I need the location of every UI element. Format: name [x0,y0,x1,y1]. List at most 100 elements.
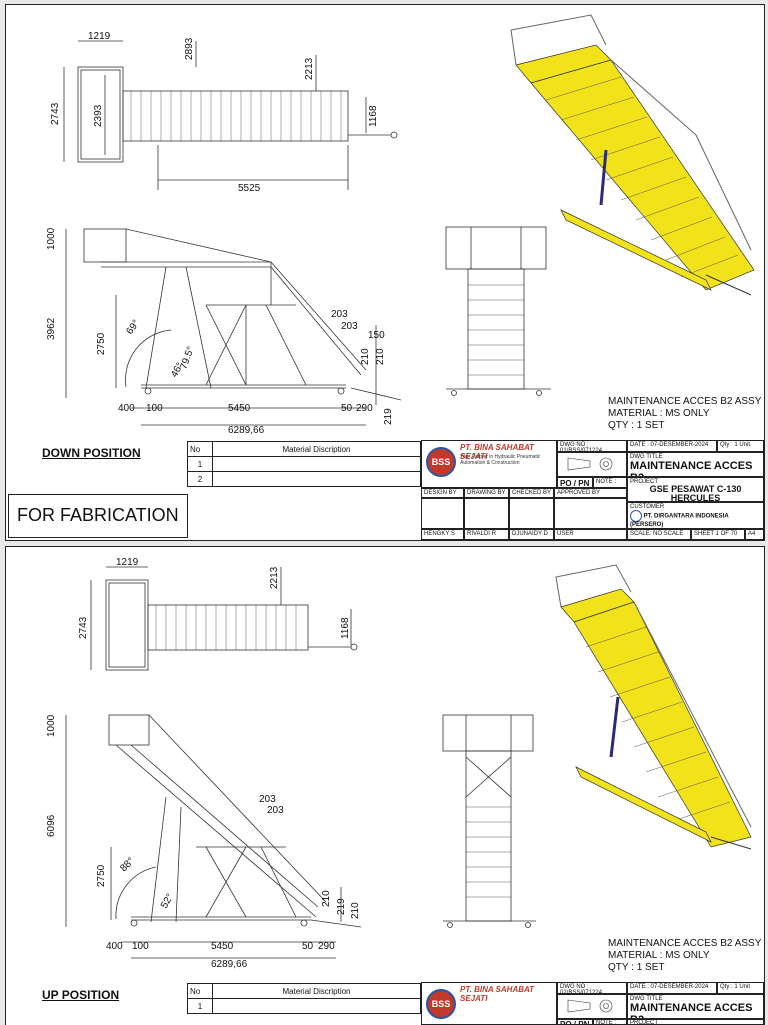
dim-side-100: 100 [146,403,163,414]
dim-top-1168-up: 1168 [340,617,351,639]
designer-name: HENGKY S [421,529,464,540]
dim-side-1000-up: 1000 [46,714,57,737]
approved-by-label: APPROVED BY [554,488,627,498]
row-desc [212,471,421,487]
note-label: NOTE : [593,477,627,488]
dim-side-203a-up: 203 [259,794,276,805]
project-line-1: GSE PESAWAT C-130 [649,484,742,494]
dim-side-210-up: 210 [321,890,332,907]
dim-side-290-up: 290 [318,941,335,952]
dim-top-2393: 2393 [93,104,104,127]
dim-side-5450: 5450 [228,403,251,414]
signature-cell [509,498,554,529]
project-label: PROJECT [627,1019,764,1025]
projection-symbol-icon [567,999,613,1013]
approver-name: USER [554,529,627,540]
customer-name: PT. DIRGANTARA INDONESIA (PERSERO) [630,513,729,528]
signature-cell [554,498,627,529]
company-logo: BSS [426,447,456,477]
dim-top-2743-up: 2743 [78,616,89,639]
dim-top-1168: 1168 [368,105,379,127]
dim-side-5450-up: 5450 [211,941,234,952]
checker-name: DJUNAIDY D [509,529,554,540]
checked-by-label: CHECKED BY [509,488,554,498]
front-view-down [445,226,551,396]
table-row: 1 [187,998,421,1014]
dim-side-3962: 3962 [46,317,57,340]
dim-top-2743: 2743 [50,102,61,125]
project-label: PROJECT [630,479,659,485]
dim-side-6096-up: 6096 [46,814,57,837]
company-box: BSS PT. BINA SAHABAT SEJATI [421,982,557,1025]
projection-symbol-box [557,452,627,477]
dim-side-100-up: 100 [132,941,149,952]
dim-side-150: 150 [368,330,385,341]
date: DATE : 07-DESEMBER-2024 [627,440,717,452]
po-pn: PO / PN [557,1019,593,1025]
dim-side-210a: 210 [360,348,371,365]
dwg-title-box: DWG TITLE MAINTENANCE ACCES B2 [627,994,764,1019]
drawing-canvas-down: 1219 2893 2213 2743 2393 1168 5525 [46,14,755,436]
dwg-title-label: DWG TITLE [630,454,663,460]
note-quantity: QTY : 1 SET [608,962,665,973]
sheet-number: SHEET 1 OF 70 [691,529,745,540]
drawer-name: RIVALDI R [464,529,509,540]
company-logo: BSS [426,989,456,1019]
position-label: UP POSITION [42,988,120,1002]
dim-side-203a: 203 [331,309,348,320]
drawing-sheet-up-position: 1 219 2213 2743 1168 [5,546,765,1025]
note-quantity: QTY : 1 SET [608,420,665,431]
table-row: 1 [187,456,421,472]
signature-cell [464,498,509,529]
position-label: DOWN POSITION [42,446,141,460]
projection-symbol-icon [567,457,613,471]
note-material: MATERIAL : MS ONLY [608,950,710,961]
iso-view-up [555,564,752,850]
table-row: 2 [187,471,421,487]
col-desc-header: Material Discription [212,441,421,457]
dwg-title-label: DWG TITLE [630,996,663,1002]
side-view-up [65,714,362,959]
qty: Qty : 1 Unit [717,440,764,452]
company-name: PT. BINA SAHABAT SEJATI [460,985,535,1003]
dim-side-400-up: 400 [106,941,123,952]
dim-side-angle-52: 52° [159,892,176,911]
dim-side-1000: 1000 [46,227,57,250]
design-by-label: DESIGN BY [421,488,464,498]
iso-view-down [510,14,755,296]
status-box: FOR FABRICATION [8,494,188,538]
assembly-notes-up: MAINTENANCE ACCES B2 ASSY MATERIAL : MS … [608,938,761,974]
material-table-down: No Material Discription 1 2 [187,441,421,487]
scale: SCALE: NO SCALE [627,529,691,540]
drawing-sheet-down-position: 1219 2893 2213 2743 2393 1168 5525 [5,4,765,541]
project-box: PROJECT GSE PESAWAT C-130 HERCULES [627,477,764,502]
assembly-notes-down: MAINTENANCE ACCES B2 ASSY MATERIAL : MS … [608,396,761,432]
dim-top-2893: 2893 [184,37,195,60]
projection-symbol-box [557,994,627,1019]
customer-box: CUSTOMER PT. DIRGANTARA INDONESIA (PERSE… [627,502,764,529]
dwg-title: MAINTENANCE ACCES B2 [630,460,753,476]
dim-side-219-up: 219 [336,898,347,915]
dwg-no: DWG NO : 01/BSS/071224 [557,440,627,452]
dim-side-angle-69: 69° [124,318,142,337]
dwg-title-box: DWG TITLE MAINTENANCE ACCES B2 [627,452,764,477]
company-name: PT. BINA SAHABAT SEJATI [460,443,535,461]
date: DATE : 07-DESEMBER-2024 [627,982,717,994]
customer-logo-icon [630,510,642,522]
side-view-down [65,228,402,426]
dwg-no: DWG NO : 02/BSS/071224 [557,982,627,994]
dim-side-203b: 203 [341,321,358,332]
note-label: NOTE : [593,1019,627,1025]
company-box: BSS PT. BINA SAHABAT SEJATI Your Partner… [421,440,557,488]
dim-side-290: 290 [356,403,373,414]
drawing-by-label: DRAWING BY [464,488,509,498]
status-text: FOR FABRICATION [17,505,179,525]
col-desc-header: Material Discription [212,983,421,999]
dim-top-2213: 2213 [304,57,315,80]
dim-top-2213-up: 2213 [269,566,280,589]
top-view-down [63,40,398,190]
col-no-header: No [187,983,213,999]
note-assembly-name: MAINTENANCE ACCES B2 ASSY [608,396,762,407]
customer-label: CUSTOMER [630,504,665,510]
dim-side-total-up: 6289,66 [211,959,248,970]
